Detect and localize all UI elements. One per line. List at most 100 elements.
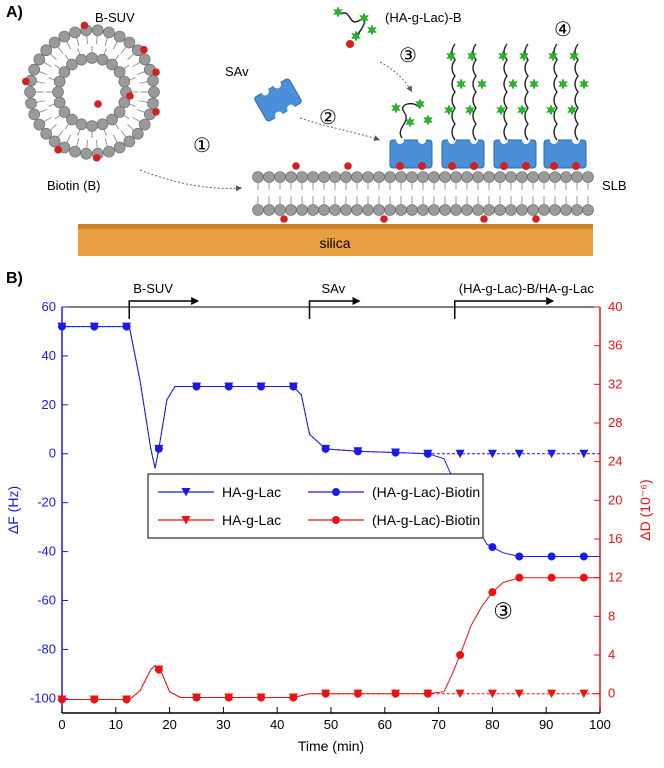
data-point-circle (90, 322, 99, 331)
step-1-label: ① (193, 135, 211, 157)
injection-arrowhead (191, 297, 200, 305)
lactose-star (508, 78, 518, 90)
lipid-head (318, 171, 330, 183)
data-point-triangle (547, 449, 557, 459)
lipid-head (274, 171, 286, 183)
lipid-head (351, 171, 363, 183)
lipid-head (450, 171, 462, 183)
data-point-circle (515, 552, 524, 561)
polymer-chain (399, 102, 421, 139)
lipid-head (560, 204, 572, 216)
lipid-head (329, 171, 341, 183)
lactose-star (444, 104, 454, 116)
biotin-dot (470, 162, 478, 170)
lactose-star (391, 102, 401, 114)
lipid-head (106, 113, 118, 126)
biotin-dot (126, 92, 134, 100)
lipid-head (472, 204, 484, 216)
lipid-head (138, 118, 151, 131)
lactose-star (333, 6, 343, 18)
lipid-head (113, 66, 126, 78)
lipid-head (373, 171, 385, 183)
lipid-head (123, 135, 136, 148)
lipid-head (571, 171, 583, 183)
lipid-head (285, 171, 297, 183)
lipid-head (461, 171, 473, 183)
lipid-head (123, 36, 136, 49)
lipid-head (571, 204, 583, 216)
bound-sav-layer (389, 136, 587, 170)
lipid-head (505, 204, 517, 216)
y-right-tick-label: 40 (608, 299, 622, 314)
data-point-circle (353, 447, 362, 456)
data-point-circle (257, 382, 266, 391)
lipid-head (516, 171, 528, 183)
lipid-head (75, 53, 88, 66)
lipid-head (138, 53, 151, 66)
polymer-chain (553, 43, 558, 141)
injection-label: B-SUV (133, 281, 173, 296)
data-point-circle (579, 552, 588, 561)
lipid-head (132, 127, 144, 140)
lactose-star (351, 30, 361, 42)
lipid-head (28, 108, 40, 121)
y-left-tick-label: 40 (42, 348, 56, 363)
lipid-head (406, 204, 418, 216)
legend-box (147, 473, 484, 539)
lactose-star (359, 12, 369, 24)
lipid-head (472, 171, 484, 183)
y-right-tick-label: 36 (608, 338, 622, 353)
lipid-head (439, 171, 451, 183)
lipid-head (91, 24, 104, 37)
lipid-head (58, 106, 71, 118)
panel-b-label: B) (6, 270, 23, 287)
data-point-triangle (579, 689, 589, 699)
data-point-triangle (487, 689, 497, 699)
data-point-circle (547, 573, 556, 582)
polymer-chain (524, 43, 529, 141)
b-suv-vesicle (22, 21, 160, 162)
x-tick-label: 30 (216, 717, 230, 732)
y-left-tick-label: 0 (49, 446, 56, 461)
data-point-circle (423, 449, 432, 458)
sav-pocket (522, 136, 530, 144)
y-right-tick-label: 32 (608, 376, 622, 391)
lactose-star (569, 50, 579, 62)
schematic-panel: A) silica SLB B-SUV Biotin (B) SAv (0, 0, 664, 265)
data-point-circle (488, 543, 497, 552)
data-point-triangle (455, 449, 465, 459)
lipid-head (362, 171, 374, 183)
step-3-arrow (379, 61, 413, 93)
biotin-dot (22, 77, 30, 86)
lactose-star (467, 50, 477, 62)
lipid-head (48, 36, 61, 49)
lipid-head (428, 204, 440, 216)
legend-label: (HA-g-Lac)-Biotin (372, 512, 480, 528)
legend-label: HA-g-Lac (222, 484, 281, 500)
lipid-head (307, 204, 319, 216)
lipid-head (118, 75, 131, 88)
data-point-circle (257, 693, 266, 702)
biotin-dot (396, 162, 404, 170)
lipid-head (118, 96, 131, 109)
lactose-star (529, 78, 539, 90)
lipid-head (69, 145, 81, 158)
biotin-dot (54, 146, 62, 154)
biotin-dot (448, 162, 456, 170)
lipid-head (113, 106, 126, 118)
data-point-circle (154, 444, 163, 453)
lipid-head (86, 120, 98, 132)
lipid-head (439, 204, 451, 216)
lipid-head (527, 204, 539, 216)
lipid-head (148, 86, 160, 98)
y-right-tick-label: 4 (608, 647, 615, 662)
lipid-head (96, 118, 109, 131)
y-left-tick-label: -20 (37, 495, 56, 510)
biotin-dot (152, 107, 160, 116)
legend-marker-circle (332, 488, 340, 496)
x-axis-label: Time (min) (298, 738, 364, 754)
data-point-circle (391, 448, 400, 457)
data-point-circle (289, 382, 298, 391)
y-left-tick-label: -80 (37, 641, 56, 656)
